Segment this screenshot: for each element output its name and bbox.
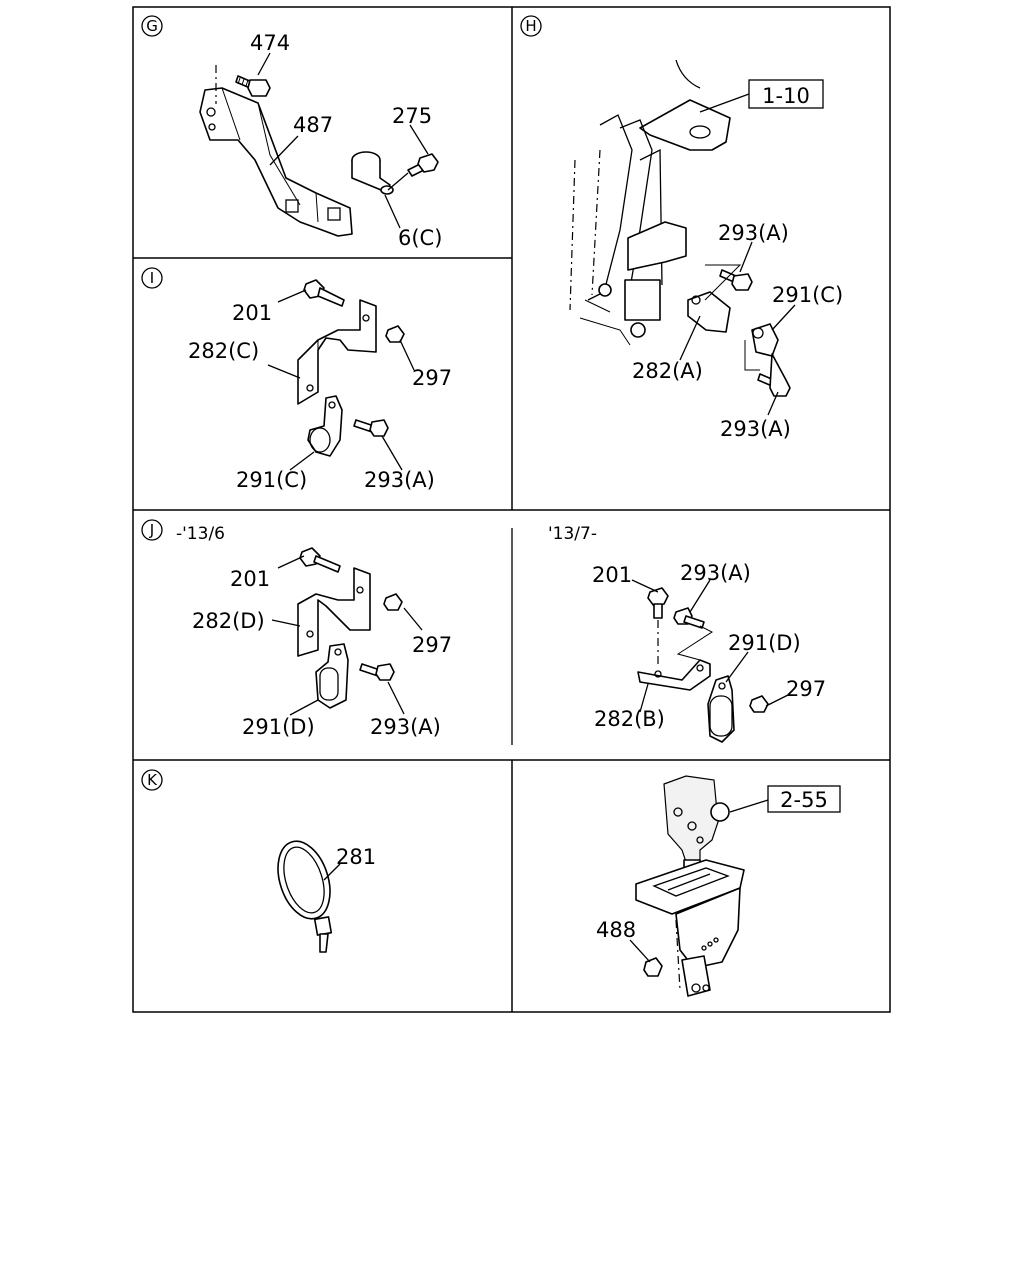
label-293a-top: 293(A) — [718, 221, 789, 245]
label-282d: 282(D) — [192, 609, 265, 633]
section-marker-i — [141, 267, 163, 289]
section-marker-j — [141, 519, 163, 541]
label-488: 488 — [596, 918, 636, 942]
bolt-293a-j-right-drawing — [673, 607, 705, 629]
section-marker-h — [520, 15, 542, 37]
label-297-j-right: 297 — [786, 677, 826, 701]
clamp-291d-j-right-drawing — [707, 675, 735, 743]
nut-297-j-left-drawing — [383, 593, 403, 611]
label-474: 474 — [250, 31, 290, 55]
bracket-282a-drawing — [687, 291, 731, 333]
label-293a-j-right: 293(A) — [680, 561, 751, 585]
ref-text-1-10: 1-10 — [762, 84, 810, 108]
frame-rail-drawing — [569, 59, 731, 346]
bolt-293a-top-drawing — [719, 269, 753, 291]
label-291c-i: 291(C) — [236, 468, 307, 492]
bolt-201-j-left-drawing — [299, 547, 341, 573]
section-letter-g: G — [146, 17, 158, 35]
bracket-487-drawing — [199, 87, 353, 237]
label-291c-h: 291(C) — [772, 283, 843, 307]
clamp-291c-i-drawing — [307, 395, 343, 457]
panel-i: I 201 282(C) 297 291(C) 293(A) — [141, 267, 452, 492]
label-293a-i: 293(A) — [364, 468, 435, 492]
label-201-i: 201 — [232, 301, 272, 325]
nut-297-j-right-drawing — [749, 695, 769, 713]
ref-box-2-55 — [767, 785, 841, 813]
label-6c: 6(C) — [398, 226, 442, 250]
date-range-right: '13/7- — [548, 524, 597, 544]
label-291d-j-left: 291(D) — [242, 715, 315, 739]
bracket-282c-drawing — [297, 299, 377, 405]
section-letter-h: H — [525, 17, 536, 35]
bolt-275-drawing — [407, 153, 439, 177]
label-297-j-left: 297 — [412, 633, 452, 657]
bracket-282b-drawing — [637, 659, 711, 691]
label-297-i: 297 — [412, 366, 452, 390]
section-letter-j: J — [149, 521, 154, 539]
bracket-282d-drawing — [297, 567, 371, 657]
bolt-293a-bottom-drawing — [757, 353, 791, 397]
label-281: 281 — [336, 845, 376, 869]
section-marker-k — [141, 769, 163, 791]
cable-tie-281-drawing — [277, 840, 333, 953]
label-293a-j-left: 293(A) — [370, 715, 441, 739]
label-282a: 282(A) — [632, 359, 703, 383]
bolt-201-j-right-drawing — [647, 587, 669, 619]
clamp-291d-j-left-drawing — [315, 643, 349, 709]
label-282c: 282(C) — [188, 339, 259, 363]
panel-j: J -'13/6 '13/7- 201 282(D) 297 — [141, 519, 826, 743]
bolt-474-drawing — [235, 75, 271, 97]
nut-297-i-drawing — [385, 325, 405, 343]
label-282b: 282(B) — [594, 707, 665, 731]
panel-k: K 281 — [141, 769, 376, 953]
section-letter-k: K — [147, 771, 158, 789]
bolt-201-i-drawing — [303, 279, 345, 307]
label-293a-bottom: 293(A) — [720, 417, 791, 441]
section-letter-i: I — [150, 269, 154, 287]
panel-g: G 474 487 275 6(C) — [141, 15, 442, 250]
clamp-6c-drawing — [351, 151, 394, 195]
diagram-grid — [132, 6, 891, 1013]
section-marker-g — [141, 15, 163, 37]
label-275: 275 — [392, 104, 432, 128]
panel-h: H 1-10 — [520, 15, 843, 441]
shift-lever-assembly-drawing — [635, 775, 745, 997]
label-201-j-left: 201 — [230, 567, 270, 591]
clamp-291c-h-drawing — [751, 323, 779, 357]
date-range-left: -'13/6 — [176, 524, 225, 544]
panel-shift-lever: 2-55 488 — [596, 775, 841, 997]
bolt-293a-i-drawing — [353, 419, 389, 437]
bolt-293a-j-left-drawing — [359, 663, 395, 681]
label-487: 487 — [293, 113, 333, 137]
label-291d-j-right: 291(D) — [728, 631, 801, 655]
ref-text-2-55: 2-55 — [780, 788, 828, 812]
label-201-j-right: 201 — [592, 563, 632, 587]
